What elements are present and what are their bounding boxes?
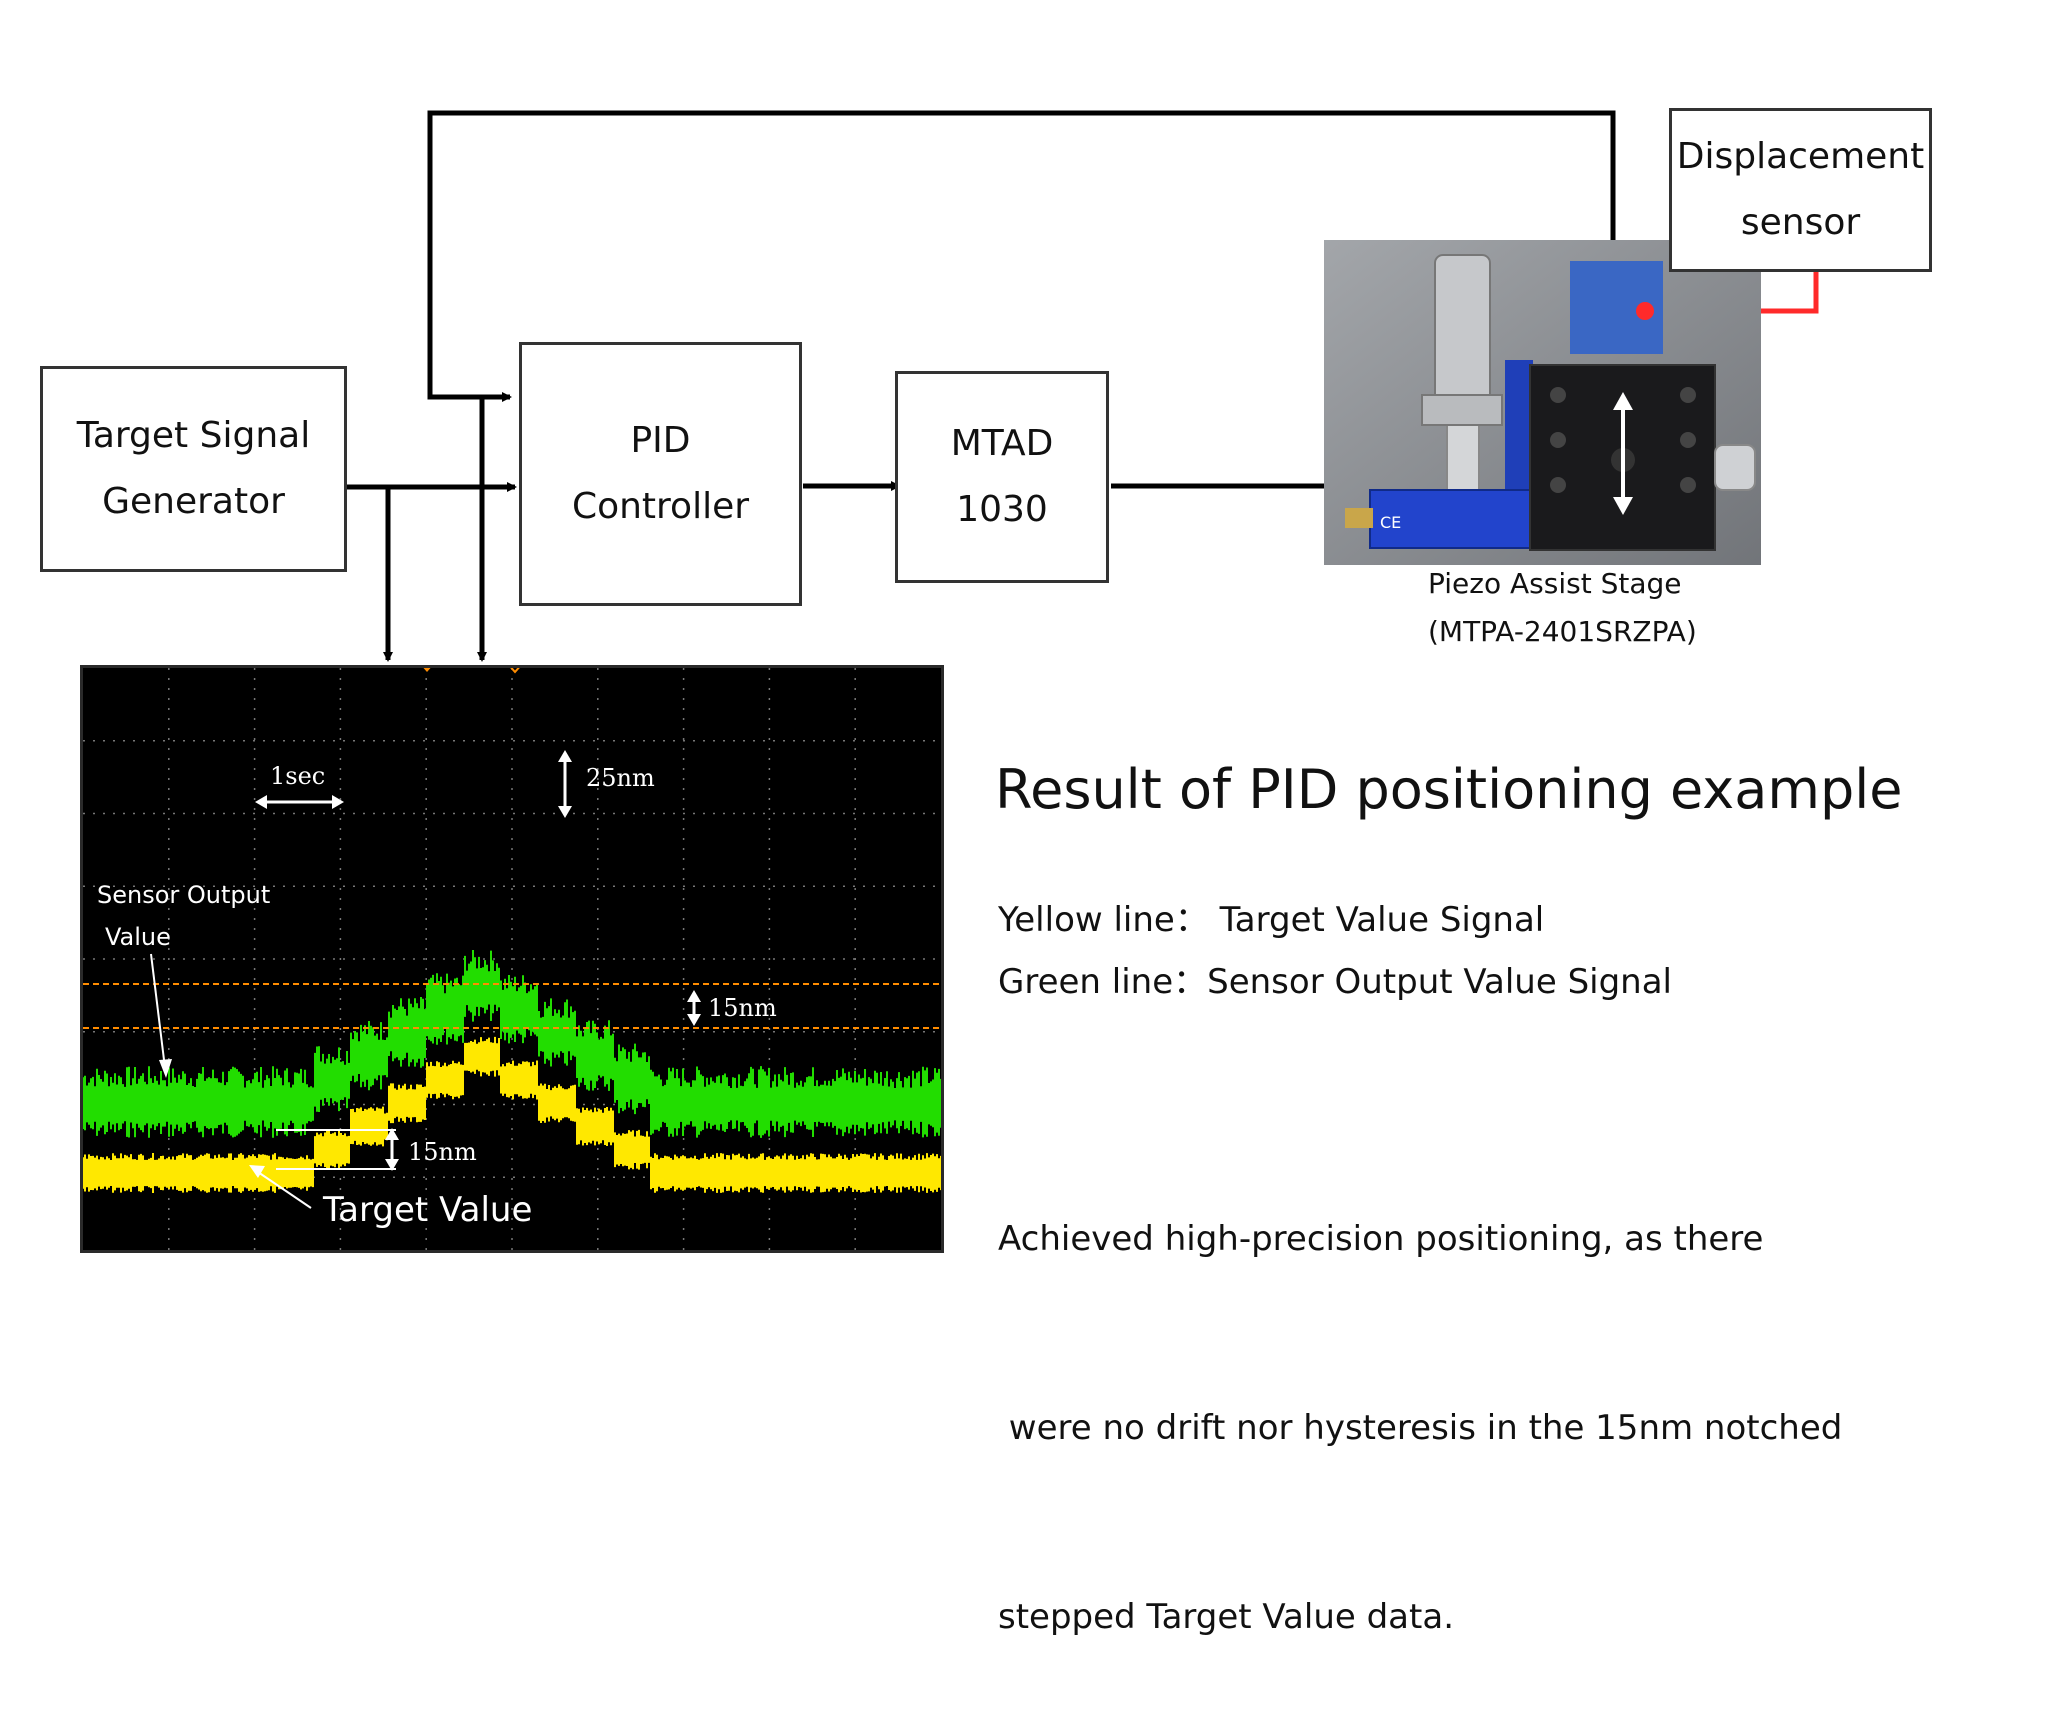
block-label: sensor: [1740, 202, 1861, 243]
amplitude-scale-arrow-head: [558, 806, 572, 818]
description-line: Achieved high-precision positioning, as …: [998, 1219, 1764, 1259]
block-label: Generator: [102, 481, 285, 522]
target-signal-generator-block: Target Signal Generator: [40, 366, 347, 572]
feedback-line: [427, 110, 1616, 402]
sensor-output-label-line: Sensor Output: [97, 881, 271, 909]
sensor-output-pointer-head: [159, 1059, 172, 1078]
stage-caption-line: (MTPA-2401SRZPA): [1428, 615, 1697, 648]
block-label: PID: [630, 420, 691, 461]
scope-plot: [83, 668, 941, 1250]
signal-wires: CE: [345, 110, 1819, 662]
sensor-output-label: Sensor Output Value: [97, 874, 270, 958]
block-label: Displacement: [1676, 136, 1925, 177]
block-label: Controller: [571, 486, 750, 527]
stage-caption-line: Piezo Assist Stage: [1428, 567, 1682, 600]
amplitude-scale-arrow-head: [558, 750, 572, 762]
results-title: Result of PID positioning example: [995, 758, 1903, 821]
legend-yellow: Yellow line： Target Value Signal: [998, 900, 1545, 940]
sensor-output-trace: [83, 950, 941, 1138]
amplitude-scale-label: 25nm: [586, 764, 655, 792]
step-size-arrow-head: [385, 1159, 399, 1171]
step-size-label: 15nm: [408, 1138, 477, 1166]
block-label: MTAD: [950, 423, 1054, 464]
oscilloscope-screen: Sensor Output Value 1sec 25nm 15nm 15nm …: [80, 665, 944, 1253]
sensor-output-label-line: Value: [105, 923, 171, 951]
step-size-arrow-head: [687, 990, 701, 1002]
displacement-sensor-block: Displacement sensor: [1669, 108, 1932, 272]
block-label: 1030: [956, 489, 1048, 530]
time-scale-label: 1sec: [270, 762, 326, 790]
time-scale-arrow-head: [255, 795, 267, 809]
target-value-label: Target Value: [323, 1190, 533, 1230]
description-line: stepped Target Value data.: [998, 1597, 1454, 1637]
trigger-marker: [510, 668, 520, 674]
time-scale-arrow-head: [332, 795, 344, 809]
svg-text:CE: CE: [1380, 513, 1401, 532]
block-label: Target Signal: [76, 415, 311, 456]
step-size-arrow-head: [385, 1128, 399, 1140]
legend-green: Green line：Sensor Output Value Signal: [998, 962, 1673, 1002]
target-value-pointer-head: [249, 1165, 265, 1178]
results-description: Achieved high-precision positioning, as …: [998, 1082, 1842, 1712]
trigger-marker: [423, 668, 431, 672]
piezo-stage-photo: CE: [1324, 240, 1761, 565]
sensor-output-pointer: [150, 953, 166, 1069]
pid-controller-block: PID Controller: [519, 342, 802, 606]
stage-caption: Piezo Assist Stage (MTPA-2401SRZPA): [1428, 560, 1697, 656]
target-value-pointer: [254, 1169, 312, 1209]
description-line: were no drift nor hysteresis in the 15nm…: [998, 1408, 1843, 1448]
step-size-label: 15nm: [708, 994, 777, 1022]
step-size-arrow-head: [687, 1014, 701, 1026]
mtad-block: MTAD 1030: [895, 371, 1109, 583]
target-value-trace: [83, 1036, 941, 1193]
